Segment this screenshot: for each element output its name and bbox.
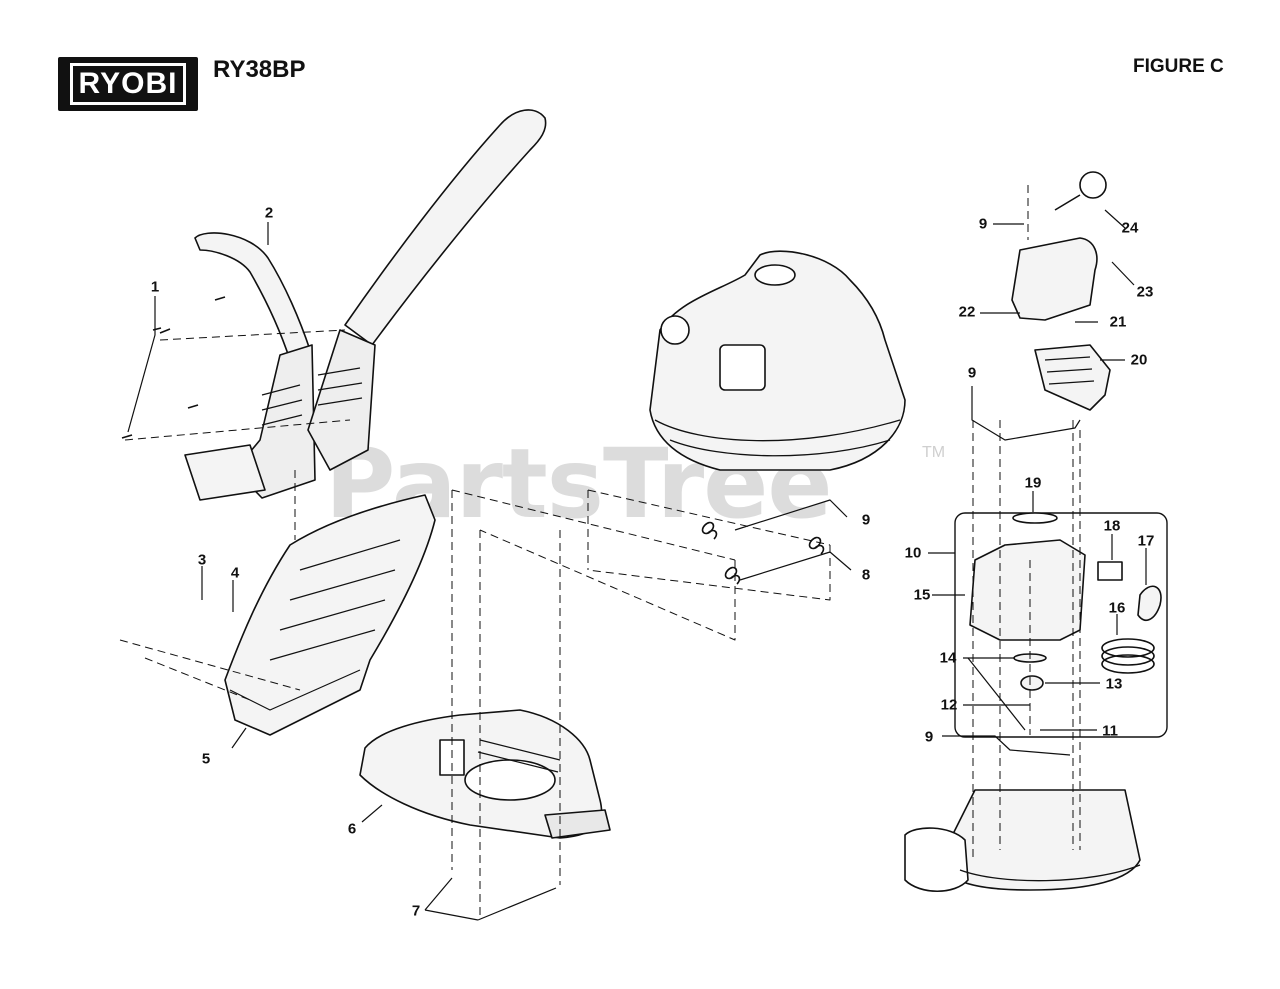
callout-11: 11 (1102, 722, 1118, 740)
callout-10: 10 (904, 544, 922, 562)
assembly-box-part-10 (954, 512, 1168, 738)
callout-12: 12 (940, 696, 958, 714)
callout-15: 15 (913, 586, 931, 604)
callout-16: 16 (1108, 599, 1126, 617)
callout-6: 6 (347, 820, 357, 838)
starter-cord-part-16 (1101, 638, 1155, 674)
screws-part-1 (121, 296, 226, 439)
callout-1: 1 (150, 278, 160, 296)
model-number: RY38BP (213, 56, 306, 83)
clutch-part-13 (1020, 675, 1044, 691)
callout-17: 17 (1137, 532, 1155, 550)
callout-13: 13 (1105, 675, 1123, 693)
figure-label: FIGURE C (1133, 56, 1224, 77)
callout-18: 18 (1103, 517, 1121, 535)
guard-part-20 (1034, 344, 1111, 411)
callout-19: 19 (1024, 474, 1042, 492)
leader-lines (127, 209, 1147, 921)
callout-21: 21 (1109, 313, 1127, 331)
callout-20: 20 (1130, 351, 1148, 369)
watermark-trademark: TM (922, 444, 946, 461)
callout-5: 5 (201, 750, 211, 768)
ryobi-logo-text: RYOBI (69, 63, 187, 105)
callout-3: 3 (197, 551, 207, 569)
ryobi-logo: RYOBI (58, 57, 198, 111)
callout-23: 23 (1136, 283, 1154, 301)
springs-part-8 (701, 521, 825, 585)
label-part-18 (1097, 561, 1123, 581)
harness-frame-part (184, 109, 547, 501)
fuel-tank-part (1011, 171, 1107, 321)
callout-14: 14 (939, 649, 957, 667)
callout-9-housing: 9 (924, 728, 934, 746)
callout-7: 7 (411, 902, 421, 920)
base-plate-part (359, 709, 611, 839)
shroud-part-15 (969, 512, 1086, 641)
assembly-lines (119, 185, 1081, 915)
callout-9-tank: 9 (978, 215, 988, 233)
blower-housing-assembly (904, 789, 1141, 892)
callout-4: 4 (230, 564, 240, 582)
back-panel-part (224, 494, 436, 736)
callout-9-engine: 9 (861, 511, 871, 529)
callout-9-guard: 9 (967, 364, 977, 382)
callout-24: 24 (1121, 219, 1139, 237)
engine-assembly (649, 250, 906, 471)
callout-8: 8 (861, 566, 871, 584)
callout-2: 2 (264, 204, 274, 222)
callout-22: 22 (958, 303, 976, 321)
starter-handle-part-17 (1137, 585, 1162, 621)
